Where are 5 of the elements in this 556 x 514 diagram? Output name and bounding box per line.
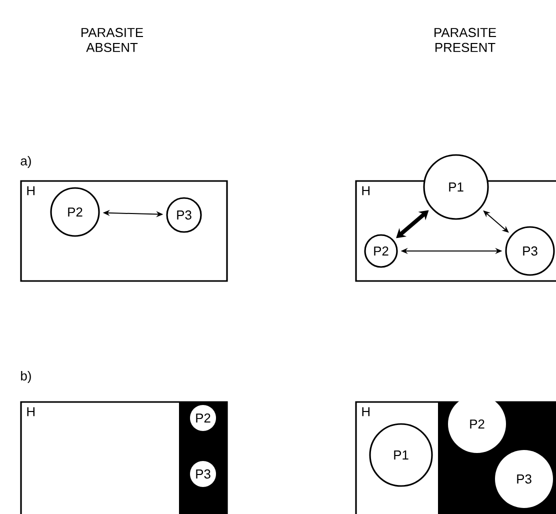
column-heading: PARASITE ABSENT bbox=[82, 28, 143, 52]
node-label: P2 bbox=[470, 419, 484, 429]
panel-label: b) bbox=[21, 370, 31, 384]
column-heading: PARASITE PRESENT bbox=[434, 28, 496, 52]
panel-label: a) bbox=[20, 156, 31, 168]
